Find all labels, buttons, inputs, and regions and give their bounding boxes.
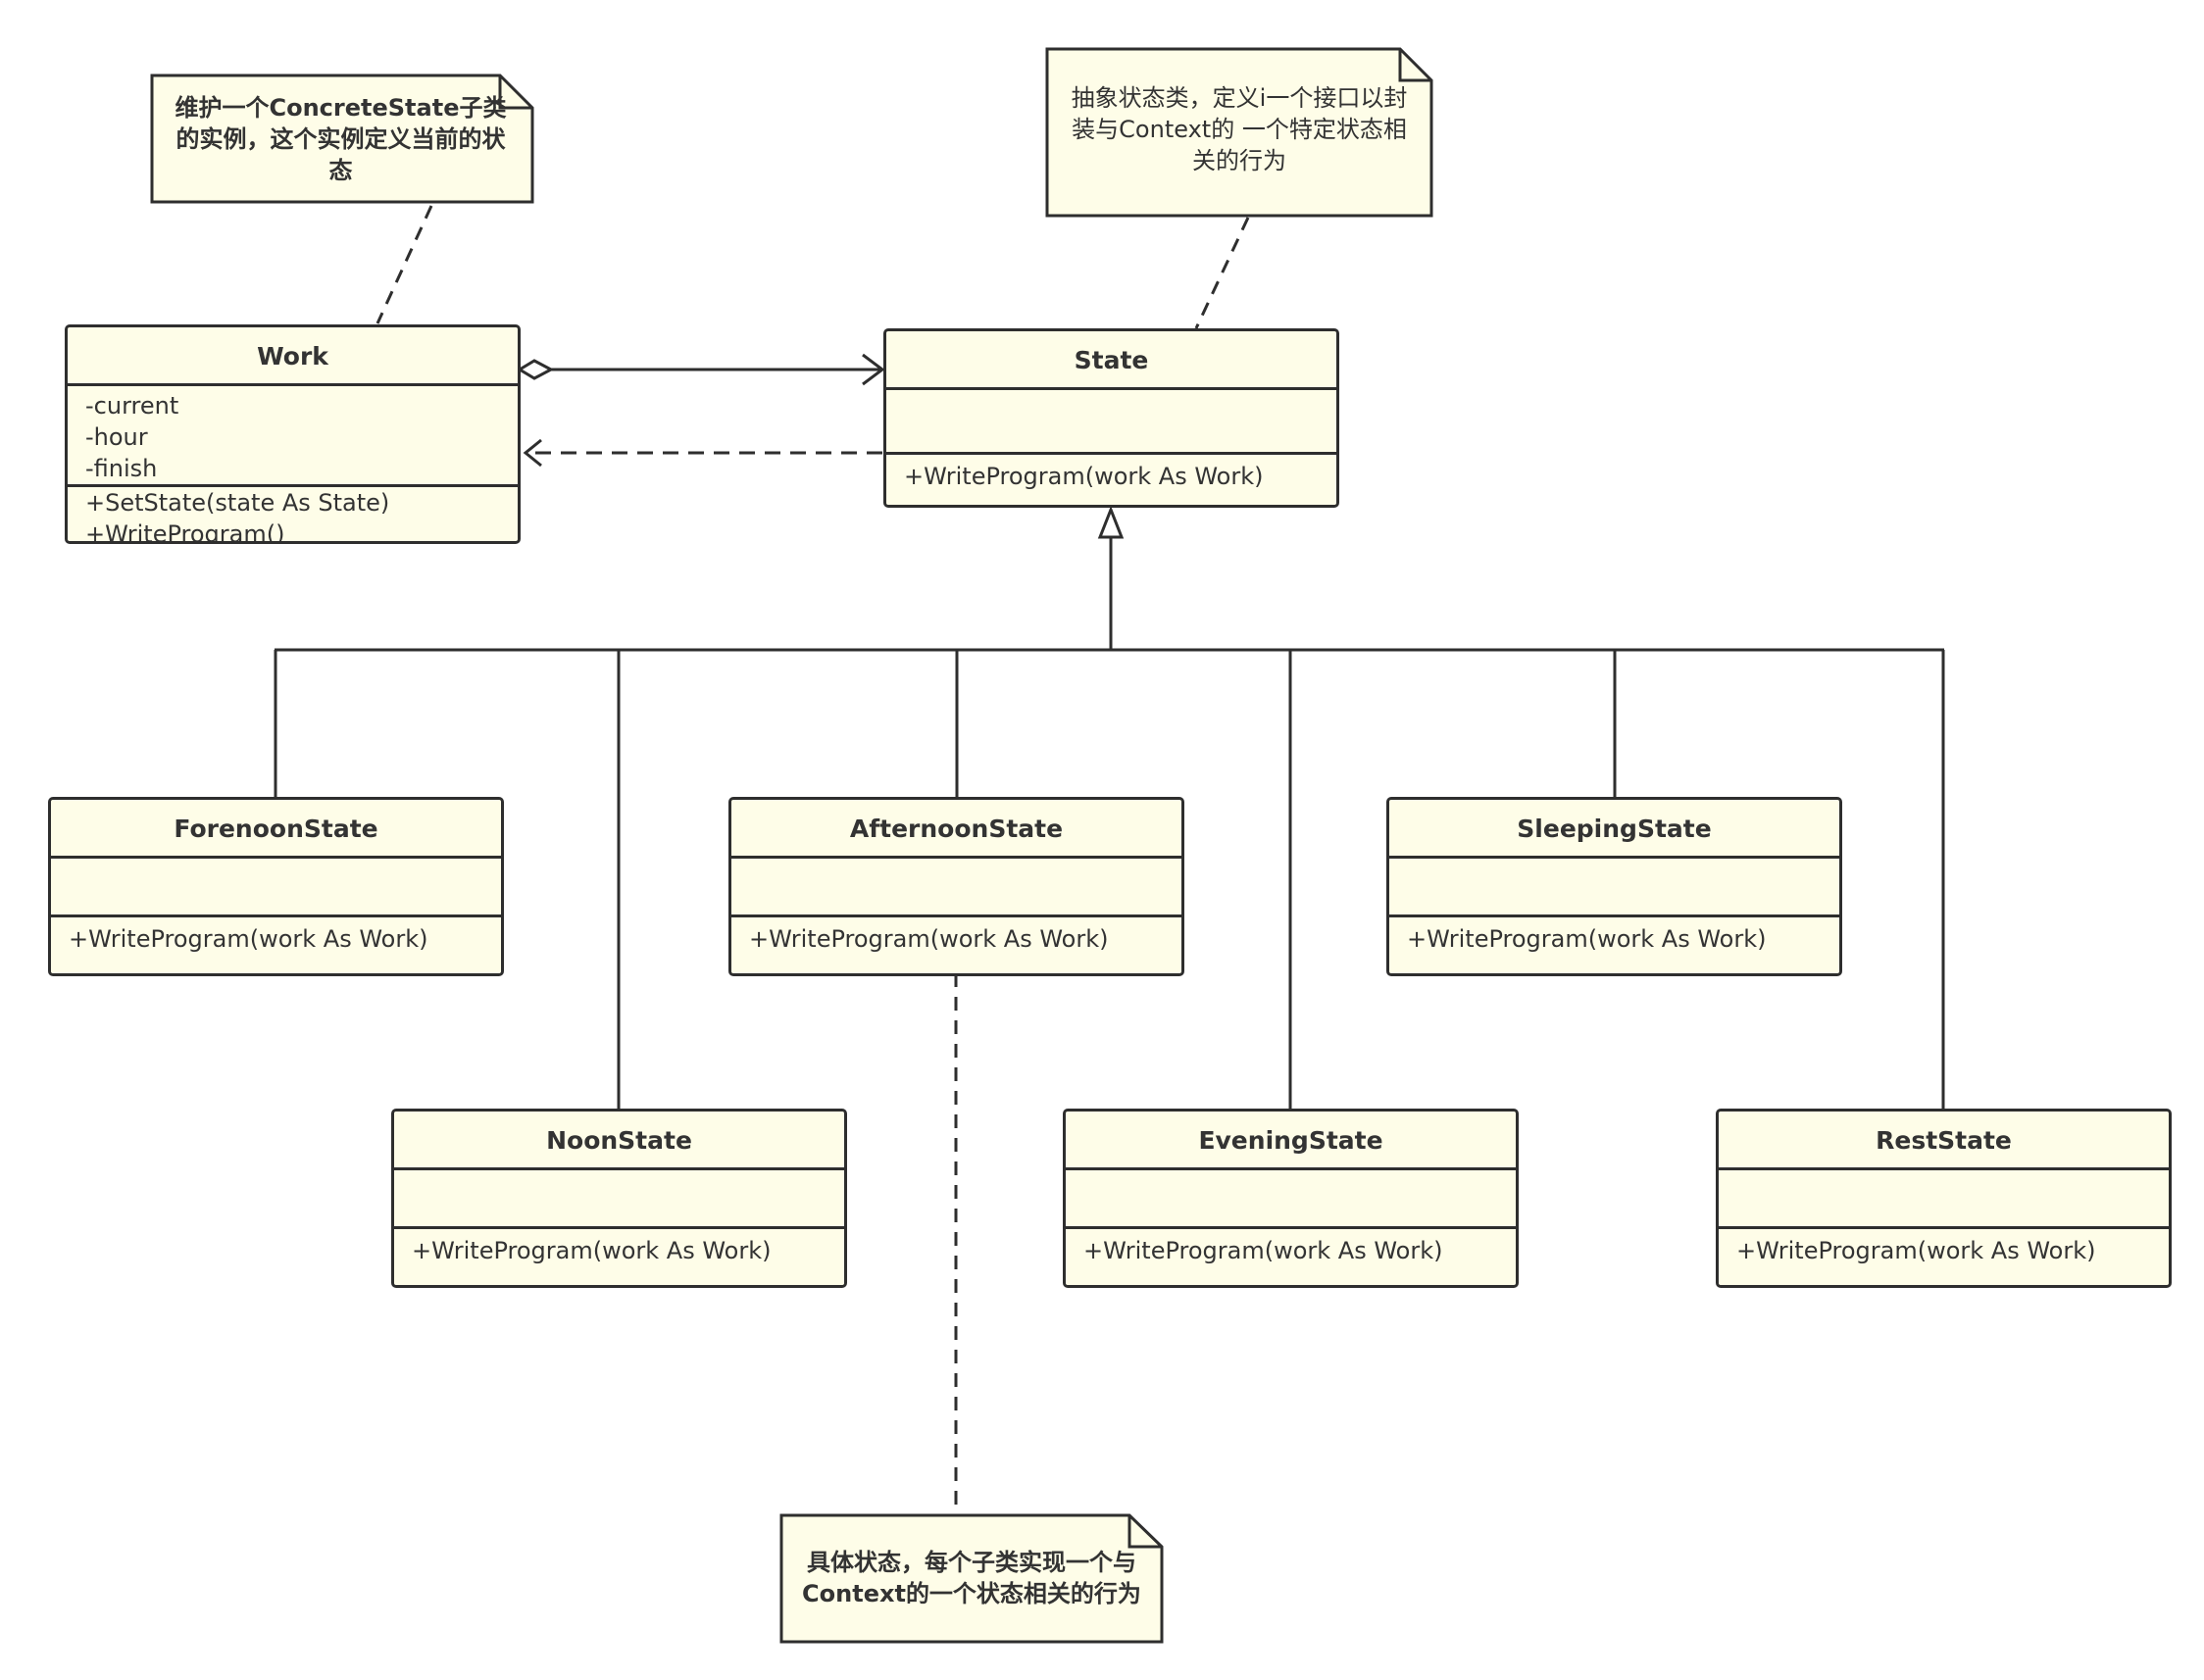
class-operations: +WriteProgram(work As Work): [1066, 1229, 1516, 1266]
dependency-arrowhead: [523, 438, 542, 468]
class-operations: +WriteProgram(work As Work): [51, 917, 501, 955]
work-note-anchor: [376, 205, 433, 324]
class-evening-state[interactable]: EveningState +WriteProgram(work As Work): [1063, 1109, 1519, 1288]
class-attributes: [886, 390, 1336, 455]
operation: +WriteProgram(work As Work): [904, 463, 1264, 490]
class-operations: +WriteProgram(work As Work): [731, 917, 1181, 955]
class-operations: +SetState(state As State) +WriteProgram(…: [68, 487, 518, 544]
concrete-note: 具体状态，每个子类实现一个与Context的一个状态相关的行为: [786, 1521, 1157, 1635]
operation: +WriteProgram(work As Work): [1407, 925, 1767, 953]
operation: +WriteProgram(work As Work): [749, 925, 1109, 953]
state-note-text: 抽象状态类，定义i一个接口以封装与Context的 一个特定状态相关的行为: [1071, 84, 1408, 174]
class-name: EveningState: [1066, 1112, 1516, 1170]
class-name: SleepingState: [1389, 800, 1839, 859]
concrete-note-shape: [779, 1513, 1164, 1644]
state-note-fold: [1398, 49, 1431, 82]
concrete-note-text: 具体状态，每个子类实现一个与Context的一个状态相关的行为: [802, 1549, 1141, 1607]
concrete-note-fold: [1127, 1515, 1162, 1549]
aggregation-arrowhead: [862, 353, 885, 386]
operation: +WriteProgram(work As Work): [1083, 1237, 1443, 1264]
work-note-text: 维护一个ConcreteState子类的实例，这个实例定义当前的状态: [175, 94, 507, 184]
class-sleeping-state[interactable]: SleepingState +WriteProgram(work As Work…: [1386, 797, 1842, 976]
class-name: State: [886, 331, 1336, 390]
attribute: -finish: [85, 455, 158, 482]
class-operations: +WriteProgram(work As Work): [886, 455, 1336, 492]
class-operations: +WriteProgram(work As Work): [1389, 917, 1839, 955]
operation: +WriteProgram(): [85, 520, 285, 544]
class-name: AfternoonState: [731, 800, 1181, 859]
class-attributes: [1066, 1170, 1516, 1229]
operation: +WriteProgram(work As Work): [1736, 1237, 2096, 1264]
class-noon-state[interactable]: NoonState +WriteProgram(work As Work): [391, 1109, 847, 1288]
class-name: RestState: [1719, 1112, 2169, 1170]
class-rest-state[interactable]: RestState +WriteProgram(work As Work): [1716, 1109, 2172, 1288]
state-note-anchor: [1194, 217, 1250, 329]
class-afternoon-state[interactable]: AfternoonState +WriteProgram(work As Wor…: [728, 797, 1184, 976]
state-note: 抽象状态类，定义i一个接口以封装与Context的 一个特定状态相关的行为: [1052, 57, 1427, 202]
class-state[interactable]: State +WriteProgram(work As Work): [883, 328, 1339, 508]
operation: +WriteProgram(work As Work): [412, 1237, 772, 1264]
class-operations: +WriteProgram(work As Work): [1719, 1229, 2169, 1266]
operation: +SetState(state As State): [85, 489, 390, 517]
class-name: Work: [68, 327, 518, 386]
class-attributes: [394, 1170, 844, 1229]
work-note-shape: [150, 74, 534, 204]
class-attributes: [1719, 1170, 2169, 1229]
class-work[interactable]: Work -current -hour -finish +SetState(st…: [65, 324, 521, 544]
attribute: -hour: [85, 423, 148, 451]
class-operations: +WriteProgram(work As Work): [394, 1229, 844, 1266]
class-name: NoonState: [394, 1112, 844, 1170]
work-note: 维护一个ConcreteState子类的实例，这个实例定义当前的状态: [157, 80, 525, 198]
generalization-triangle: [1097, 505, 1125, 539]
attribute: -current: [85, 392, 179, 420]
work-note-fold: [498, 75, 532, 110]
operation: +WriteProgram(work As Work): [69, 925, 428, 953]
aggregation-diamond: [517, 359, 555, 380]
class-attributes: -current -hour -finish: [68, 386, 518, 487]
class-attributes: [731, 859, 1181, 917]
class-name: ForenoonState: [51, 800, 501, 859]
state-note-shape: [1045, 47, 1433, 218]
class-forenoon-state[interactable]: ForenoonState +WriteProgram(work As Work…: [48, 797, 504, 976]
class-attributes: [51, 859, 501, 917]
class-attributes: [1389, 859, 1839, 917]
